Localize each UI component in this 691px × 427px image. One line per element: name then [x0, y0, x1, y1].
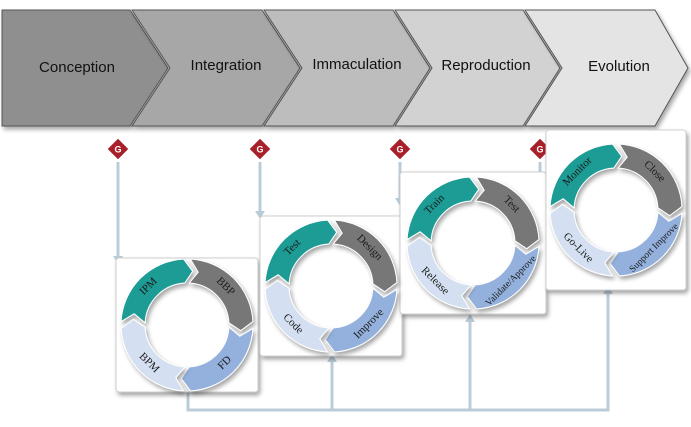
cycle-segment-bottom-left	[264, 279, 330, 353]
gate-marker-2: G	[247, 136, 273, 162]
cycle-segment-bottom-left	[120, 318, 186, 392]
cycle-1: IPM BBP FD BPM	[120, 258, 254, 392]
gate-label: G	[536, 144, 543, 154]
gate-diamond-icon	[387, 136, 413, 162]
phase-shape	[394, 9, 561, 127]
phase-chevrons: Conception Integration Immaculation Repr…	[1, 9, 689, 127]
cycle-segment-bottom-left	[406, 236, 472, 310]
phase-shape	[131, 9, 301, 127]
cycle-segment-bottom-right	[324, 287, 398, 353]
cycle-segment-bottom-right	[180, 326, 254, 392]
cycle-segment-top-right	[332, 219, 398, 293]
cycle-segment-bottom-right	[466, 244, 540, 310]
phase-shape	[1, 9, 169, 127]
gate-marker-1: G	[105, 136, 131, 162]
gate-label: G	[114, 144, 121, 154]
cycle-segment-top-left	[549, 143, 623, 209]
gate-diamond-icon	[247, 136, 273, 162]
phase-shape	[524, 9, 689, 127]
cycle-segment-top-right	[474, 176, 540, 250]
cycle-segment-top-left	[264, 219, 338, 285]
cycle-segment-top-left	[406, 176, 480, 242]
phase-label: Evolution	[588, 58, 650, 75]
gate-marker-3: G	[387, 136, 413, 162]
gate-label: G	[256, 144, 263, 154]
phase-shape	[263, 9, 431, 127]
phase-label: Immaculation	[312, 56, 401, 73]
phase-chevron-immaculation: Immaculation	[263, 9, 431, 127]
phase-chevron-integration: Integration	[131, 9, 301, 127]
cycle-3: Train Test Validate/Approve Release	[406, 176, 540, 310]
cycle-segment-top-left	[120, 258, 194, 324]
feedback-loop-line	[186, 292, 610, 412]
arrowhead-2	[255, 211, 265, 219]
phase-label: Reproduction	[441, 57, 530, 74]
cycle-segment-top-right	[188, 258, 254, 332]
arrowhead-feedback-2	[327, 354, 337, 362]
phase-chevron-evolution: Evolution	[524, 9, 689, 127]
cycle-segment-top-right	[617, 143, 683, 217]
cycle-segment-bottom-right	[609, 211, 683, 277]
cycle-2: Test Design Improve Code	[264, 219, 398, 353]
cycle-segment-bottom-left	[549, 203, 615, 277]
phase-label: Conception	[39, 59, 115, 76]
gates: G G G G	[105, 136, 553, 162]
arrowhead-feedback-3	[465, 314, 475, 322]
phase-label: Integration	[191, 57, 262, 74]
gate-label: G	[396, 144, 403, 154]
phase-chevron-conception: Conception	[1, 9, 169, 127]
gate-diamond-icon	[105, 136, 131, 162]
phase-chevron-reproduction: Reproduction	[394, 9, 561, 127]
